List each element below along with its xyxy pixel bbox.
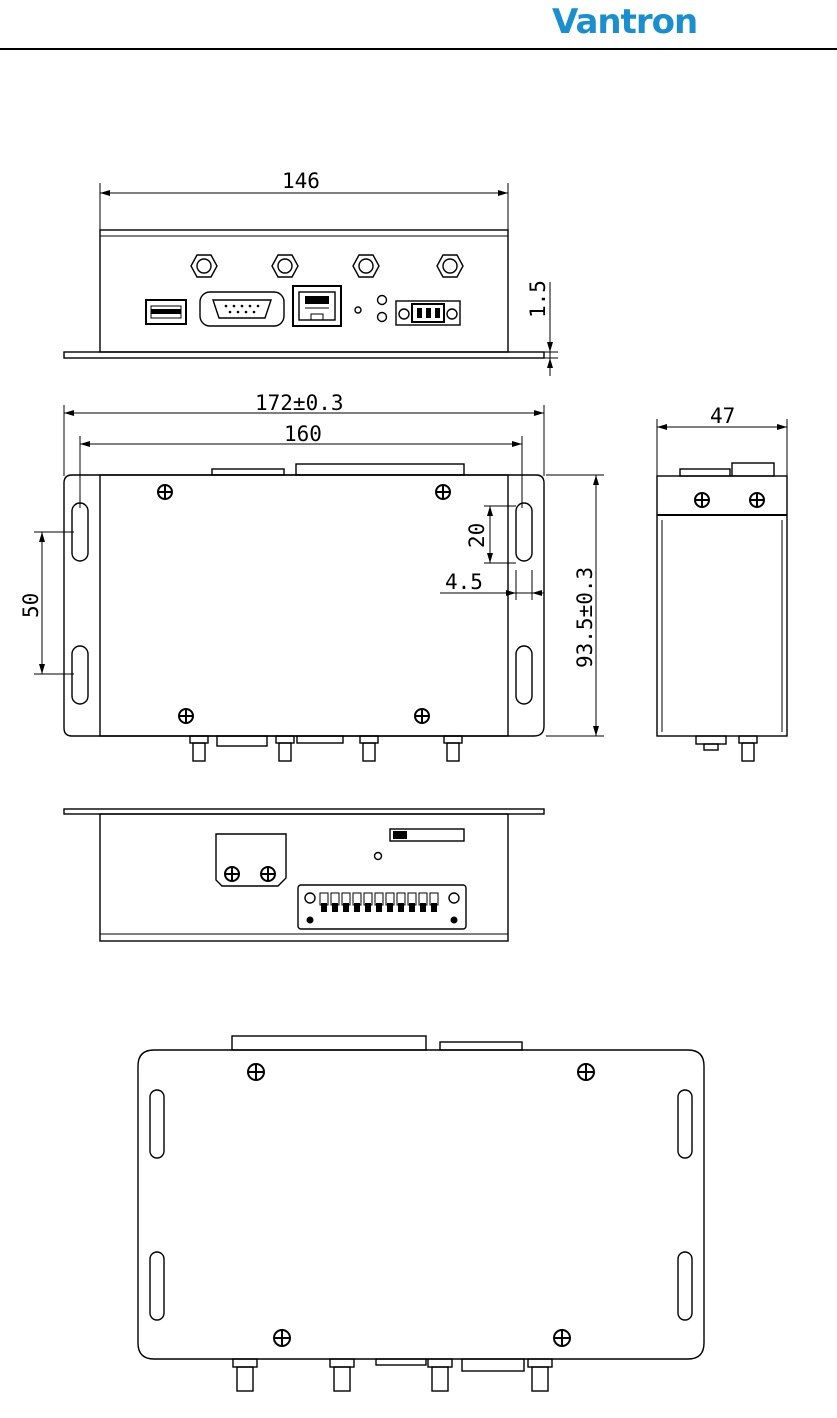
screw-icon <box>179 709 193 723</box>
screw-icon <box>695 493 709 507</box>
mounting-slot <box>516 503 532 561</box>
dim-front-width: 146 <box>282 169 320 193</box>
antenna-connector <box>191 255 217 277</box>
screw-icon <box>158 485 172 499</box>
dim-slot-length: 20 <box>465 523 489 548</box>
usb-port <box>146 300 186 324</box>
screw-icon <box>415 709 429 723</box>
dim-slot-offset: 4.5 <box>445 570 483 594</box>
screw-icon <box>248 1064 264 1080</box>
side-view: 47 <box>657 404 787 761</box>
screw-icon <box>578 1064 594 1080</box>
antenna-connector <box>353 255 379 277</box>
antenna-connector <box>272 255 298 277</box>
terminal-block <box>298 885 466 929</box>
antenna-connector <box>437 255 463 277</box>
dim-top-height: 93.5±0.3 <box>573 567 597 668</box>
screw-icon <box>554 1330 570 1346</box>
mounting-slot <box>678 1252 692 1320</box>
screw-icon <box>750 493 764 507</box>
dim-slot-spacing: 50 <box>19 593 43 618</box>
dim-top-overall: 172±0.3 <box>255 391 344 415</box>
mounting-slot <box>516 646 532 704</box>
led-indicator <box>378 296 387 305</box>
dim-top-hole-pitch: 160 <box>284 422 322 446</box>
dim-front-flange: 1.5 <box>526 280 550 318</box>
mounting-slot <box>150 1252 164 1320</box>
screw-icon <box>225 867 239 881</box>
enlarged-top-view <box>138 1036 704 1391</box>
front-view: 146 <box>64 169 558 376</box>
power-terminal <box>396 301 460 325</box>
mounting-slot <box>72 646 88 704</box>
mounting-slot <box>72 503 88 561</box>
top-view: 172±0.3 160 <box>19 391 604 761</box>
rear-view <box>64 809 544 941</box>
mounting-slot <box>150 1090 164 1158</box>
screw-icon <box>436 485 450 499</box>
rj45-port <box>293 286 341 326</box>
dim-side-depth: 47 <box>710 404 735 428</box>
mounting-slot <box>678 1090 692 1158</box>
screw-icon <box>274 1330 290 1346</box>
screw-icon <box>261 867 275 881</box>
reset-hole <box>355 307 361 313</box>
db9-serial-port <box>200 292 284 326</box>
led-indicator <box>378 313 387 322</box>
